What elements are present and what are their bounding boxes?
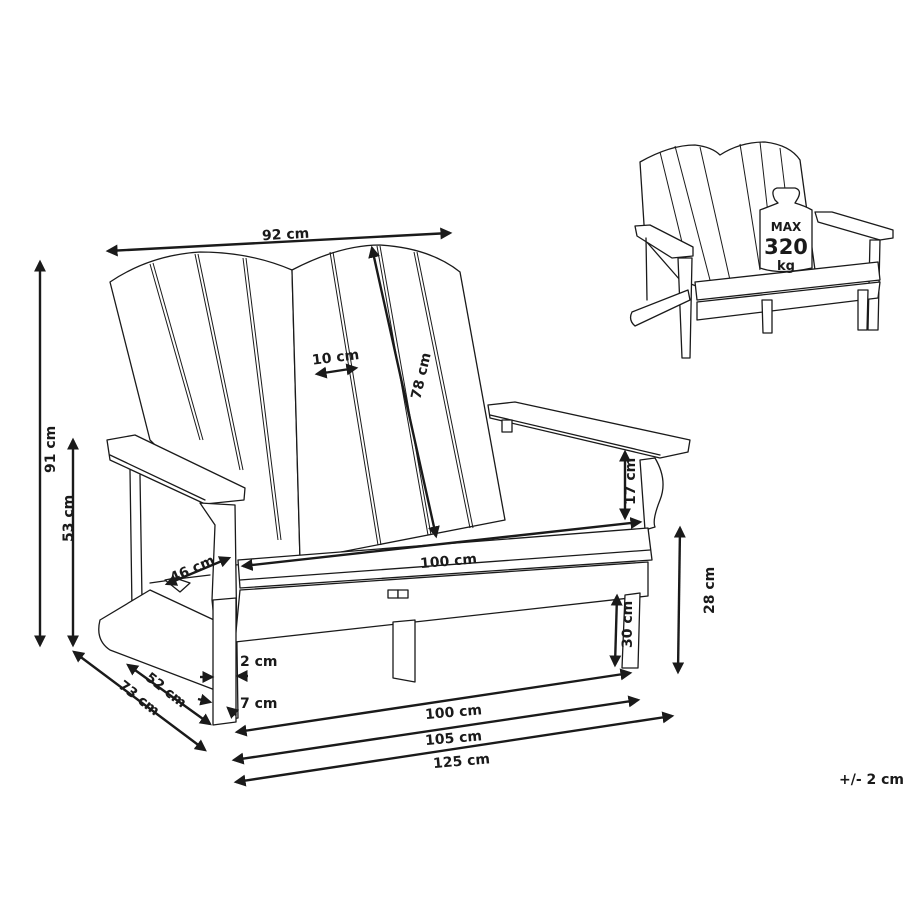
weight-capacity-inset: MAX 320 kg (629, 141, 894, 359)
label-armrest-depth: 46 cm (168, 553, 218, 587)
label-total-height: 91 cm (43, 426, 59, 473)
label-seat-height: 28 cm (702, 567, 718, 614)
label-base-width: 105 cm (424, 728, 482, 749)
label-backrest-width: 92 cm (262, 226, 310, 244)
weight-unit: kg (777, 259, 795, 274)
label-total-width: 125 cm (432, 751, 490, 772)
right-armrest (487, 401, 691, 531)
label-armrest-height: 53 cm (61, 495, 77, 542)
label-inner-width: 100 cm (424, 702, 482, 723)
main-bench-drawing (98, 244, 691, 726)
label-leg-height: 30 cm (620, 601, 636, 648)
weight-label-max: MAX (771, 220, 802, 234)
label-seat-width: 100 cm (419, 551, 477, 572)
tolerance-note: +/- 2 cm (838, 772, 904, 788)
weight-value: 320 (764, 235, 808, 259)
label-armrest-to-seat: 17 cm (623, 458, 639, 505)
label-slat-width: 10 cm (311, 347, 360, 369)
dimension-lines (34, 227, 686, 787)
label-leg-thickness-side: 7 cm (240, 696, 278, 712)
label-leg-thickness-front: 2 cm (240, 654, 278, 670)
backrest (109, 244, 506, 566)
